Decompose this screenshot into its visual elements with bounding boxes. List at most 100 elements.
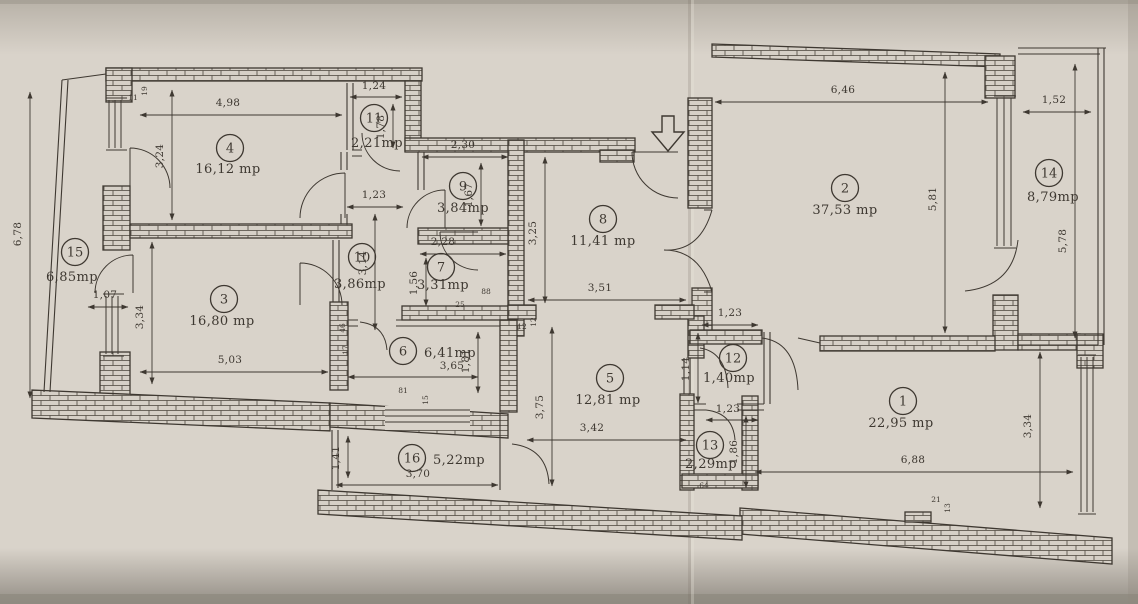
dimension: 1,67 bbox=[463, 162, 484, 227]
dimension-value: 6,88 bbox=[901, 454, 926, 466]
dimension: 1,14 bbox=[680, 332, 701, 404]
wall-thickness-value: 64 bbox=[699, 481, 709, 490]
dimension: 1,41 bbox=[330, 435, 351, 479]
double-door-room8-room2 bbox=[663, 209, 713, 293]
wall-thickness-value: 12 bbox=[529, 317, 538, 327]
room-number: 9 bbox=[459, 180, 467, 195]
room-number: 6 bbox=[399, 345, 407, 360]
dimension: 1,81 bbox=[460, 331, 481, 394]
wall-thickness-value: 12 bbox=[517, 322, 527, 331]
room-label-group-9: 93,84mp bbox=[437, 171, 489, 216]
room-number: 14 bbox=[1041, 167, 1058, 182]
dimension: 3,14 bbox=[357, 213, 378, 331]
dimension-value: 3,42 bbox=[580, 422, 605, 434]
dimension-value: 6,78 bbox=[12, 222, 24, 247]
room-label-group-14: 14 8,79mp bbox=[1027, 158, 1079, 205]
room-label-group-10: 103,86mp bbox=[334, 242, 386, 292]
dimension-lines: 4,983,241,241,782,301,671,233,142,281,56… bbox=[12, 63, 1092, 509]
door-room5-balcony16 bbox=[511, 443, 550, 485]
dimension: 1,56 bbox=[408, 257, 429, 307]
dimension: 1,23 bbox=[701, 307, 759, 328]
dimension-value: 3,24 bbox=[154, 144, 166, 169]
dimension-value: 3,14 bbox=[357, 251, 369, 276]
room-area: 5,22mp bbox=[433, 453, 485, 468]
room-area: 6,85mp bbox=[46, 270, 98, 285]
wall-thickness-value: 88 bbox=[481, 287, 491, 296]
dimension-value: 3,51 bbox=[588, 282, 613, 294]
room-number-circle bbox=[426, 252, 456, 282]
door-entrance-room8 bbox=[631, 151, 679, 199]
room-area: 8,79mp bbox=[1027, 190, 1079, 205]
dimension: 3,25 bbox=[527, 156, 548, 304]
dimension: 5,81 bbox=[927, 71, 948, 334]
dimension: 1,86 bbox=[728, 415, 749, 489]
wall-thickness-value: 21 bbox=[931, 495, 941, 504]
dimension: 6,88 bbox=[754, 454, 1074, 475]
room-number-circle bbox=[60, 237, 90, 267]
dimension-value: 1,23 bbox=[718, 307, 743, 319]
room-area: 2,29mp bbox=[685, 457, 737, 472]
dimension-value: 3,75 bbox=[534, 395, 546, 420]
dimension-value: 3,34 bbox=[134, 305, 146, 330]
window-room4-balcony15 bbox=[106, 97, 127, 151]
dimension: 3,34 bbox=[134, 241, 155, 385]
room-number-circle bbox=[888, 386, 918, 416]
dimension-value: 3,65 bbox=[440, 360, 465, 372]
dimension: 1,23 bbox=[346, 189, 404, 210]
window-room3-balcony15 bbox=[103, 293, 124, 357]
dimension-value: 1,24 bbox=[362, 80, 387, 92]
room-number: 5 bbox=[606, 372, 614, 387]
dimension: 3,75 bbox=[534, 326, 555, 487]
room-number-circle bbox=[397, 443, 427, 473]
dimension-value: 1,81 bbox=[460, 349, 472, 374]
room-number-circle bbox=[209, 284, 239, 314]
dimension: 2,30 bbox=[421, 139, 509, 160]
scan-edge-top bbox=[0, 0, 1138, 4]
door-room2-balcony14 bbox=[964, 239, 1019, 292]
room-label-group-15: 156,85mp bbox=[46, 237, 98, 285]
room-area: 16,12 mp bbox=[195, 162, 260, 177]
dimension-value: 1,52 bbox=[1042, 94, 1067, 106]
dimension-value: 5,03 bbox=[218, 354, 243, 366]
wall-thickness-value: 17 bbox=[341, 345, 350, 355]
dimension: 1,52 bbox=[1022, 94, 1092, 115]
entrance-arrow-icon bbox=[650, 115, 686, 153]
room-area: 37,53 mp bbox=[812, 203, 877, 218]
room-number: 11 bbox=[366, 112, 383, 127]
wall-thickness-value: 15 bbox=[421, 395, 430, 405]
doors bbox=[94, 132, 1019, 485]
door-room6 bbox=[359, 321, 388, 351]
room-number-circle bbox=[718, 343, 748, 373]
dimension-value: 6,46 bbox=[831, 84, 856, 96]
dimension-value: 1,07 bbox=[93, 289, 118, 301]
room-number: 10 bbox=[354, 251, 371, 266]
dimension: 1,78 bbox=[375, 103, 396, 149]
room-area: 1,40mp bbox=[703, 371, 755, 386]
room-label-group-8: 811,41 mp bbox=[570, 204, 635, 249]
window-room1-exterior bbox=[1078, 354, 1096, 515]
dimension-value: 1,67 bbox=[463, 183, 475, 208]
room-number-circle bbox=[588, 204, 618, 234]
dimension-value: 3,34 bbox=[1022, 414, 1034, 439]
room-number: 7 bbox=[437, 261, 445, 276]
room-number-circle bbox=[215, 133, 245, 163]
room-number: 3 bbox=[220, 293, 228, 308]
room-area: 6,41mp bbox=[424, 346, 476, 361]
room-label-group-2: 237,53 mp bbox=[812, 173, 877, 218]
dimension: 3,65 bbox=[347, 360, 479, 380]
room-label-group-1: 122,95 mp bbox=[868, 386, 933, 431]
room-area: 3,31mp bbox=[417, 278, 469, 293]
room-number-circle bbox=[830, 173, 860, 203]
scan-edge-bottom bbox=[0, 594, 1138, 604]
dimension-value: 5,81 bbox=[927, 187, 939, 212]
wall-thickness-value: 11 bbox=[128, 93, 138, 102]
wall-thickness-value: 19 bbox=[140, 86, 149, 96]
door-room4-hall10 bbox=[299, 172, 346, 219]
room-label-group-13: 132,29mp bbox=[685, 430, 737, 472]
room-number-circle bbox=[1034, 158, 1064, 188]
dimension-value: 1,14 bbox=[680, 357, 692, 382]
